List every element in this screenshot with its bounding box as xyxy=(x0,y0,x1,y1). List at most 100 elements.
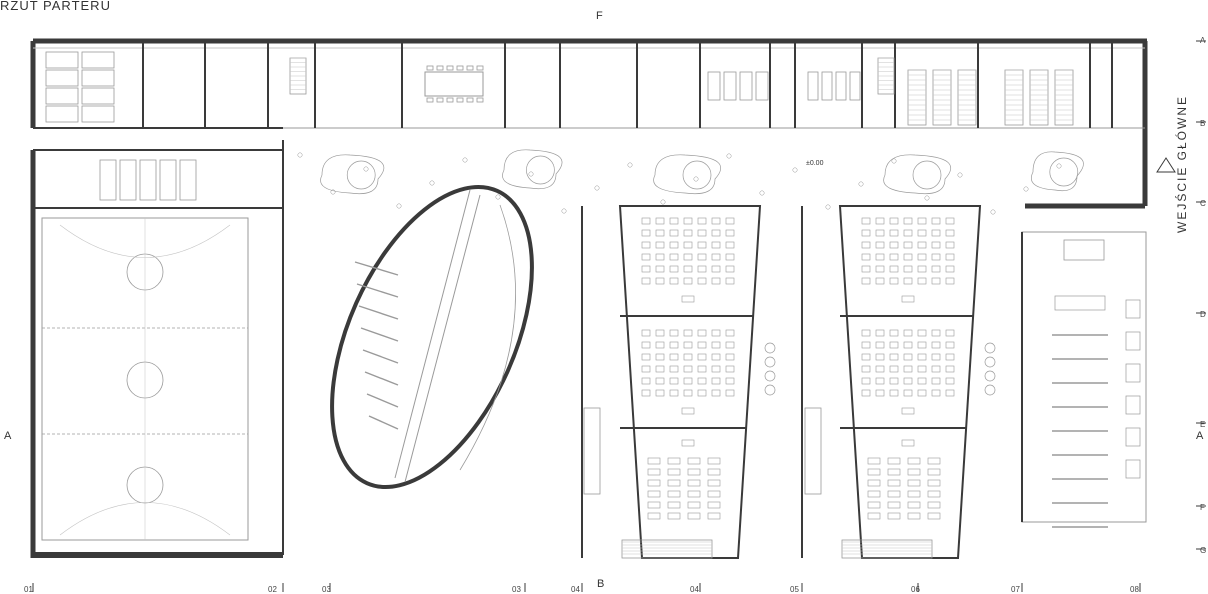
desk xyxy=(697,329,707,337)
reading-table xyxy=(1125,299,1141,319)
grid-column-label: 05 xyxy=(790,585,799,594)
desk xyxy=(669,341,679,349)
bollard xyxy=(759,190,765,196)
desk xyxy=(903,217,913,225)
desk xyxy=(903,365,913,373)
desk xyxy=(931,389,941,397)
desk xyxy=(917,265,927,273)
lectern xyxy=(901,439,915,447)
reading-table xyxy=(1054,295,1106,311)
grid-column-label: 08 xyxy=(1130,585,1139,594)
desk xyxy=(655,329,665,337)
entrance-steps xyxy=(621,539,713,559)
desk xyxy=(641,217,651,225)
desk xyxy=(697,389,707,397)
level-mark: ±0.00 xyxy=(806,160,824,167)
desk xyxy=(655,241,665,249)
desk xyxy=(641,389,651,397)
storage-bay xyxy=(81,87,115,105)
desk xyxy=(697,353,707,361)
chair xyxy=(466,97,474,103)
desk xyxy=(707,490,721,498)
desk xyxy=(861,229,871,237)
desk xyxy=(667,479,681,487)
desk xyxy=(667,512,681,520)
desk xyxy=(655,353,665,361)
desk xyxy=(683,265,693,273)
bollard xyxy=(429,180,435,186)
desk xyxy=(917,365,927,373)
desk xyxy=(655,265,665,273)
desk xyxy=(641,229,651,237)
column xyxy=(764,370,776,382)
desk xyxy=(945,217,955,225)
desk xyxy=(725,265,735,273)
desk xyxy=(687,468,701,476)
desk xyxy=(875,353,885,361)
bollard xyxy=(660,199,666,205)
desk xyxy=(875,377,885,385)
desk xyxy=(861,265,871,273)
desk xyxy=(931,253,941,261)
desk xyxy=(945,389,955,397)
stair-run xyxy=(1004,69,1024,126)
stair-run xyxy=(907,69,927,126)
desk xyxy=(917,353,927,361)
desk xyxy=(669,377,679,385)
auditorium-shell xyxy=(330,184,534,490)
chair xyxy=(476,97,484,103)
desk xyxy=(683,353,693,361)
bollard xyxy=(726,153,732,159)
desk xyxy=(667,490,681,498)
chair xyxy=(476,65,484,71)
desk xyxy=(867,501,881,509)
desk xyxy=(711,377,721,385)
desk xyxy=(917,253,927,261)
desk xyxy=(907,479,921,487)
tree-circle xyxy=(526,155,555,185)
storage-bay xyxy=(45,87,79,105)
desk xyxy=(931,365,941,373)
desk xyxy=(861,341,871,349)
wc-cubicle xyxy=(159,159,177,201)
section-mark-top: F xyxy=(596,10,603,22)
grid-row-label: A xyxy=(1200,36,1206,45)
bollard xyxy=(924,195,930,201)
lectern xyxy=(681,439,695,447)
reading-table xyxy=(1125,459,1141,479)
desk xyxy=(697,277,707,285)
planter-island xyxy=(883,154,951,195)
desk xyxy=(711,277,721,285)
desk xyxy=(647,501,661,509)
desk xyxy=(697,253,707,261)
desk xyxy=(867,490,881,498)
desk xyxy=(669,389,679,397)
building-walls xyxy=(30,38,1206,592)
desk xyxy=(903,277,913,285)
bollard xyxy=(330,189,336,195)
grid-column-label: 03 xyxy=(322,585,331,594)
main-entrance-label: WEJŚCIE GŁÓWNE xyxy=(1175,94,1189,234)
desk xyxy=(697,365,707,373)
desk xyxy=(861,353,871,361)
desk xyxy=(725,377,735,385)
desk xyxy=(875,277,885,285)
desk xyxy=(903,341,913,349)
wc-cubicle xyxy=(179,159,197,201)
desk xyxy=(917,217,927,225)
desk xyxy=(711,265,721,273)
desk xyxy=(945,353,955,361)
column xyxy=(984,342,996,354)
grid-row-label: F xyxy=(1200,503,1205,512)
desk xyxy=(711,229,721,237)
desk xyxy=(889,353,899,361)
stair-run xyxy=(1029,69,1049,126)
conference-table xyxy=(424,71,484,97)
planter-island xyxy=(502,149,563,190)
desk xyxy=(655,229,665,237)
lectern xyxy=(901,407,915,415)
desk xyxy=(867,512,881,520)
desk xyxy=(707,479,721,487)
stage-edge xyxy=(459,204,516,471)
desk xyxy=(641,241,651,249)
